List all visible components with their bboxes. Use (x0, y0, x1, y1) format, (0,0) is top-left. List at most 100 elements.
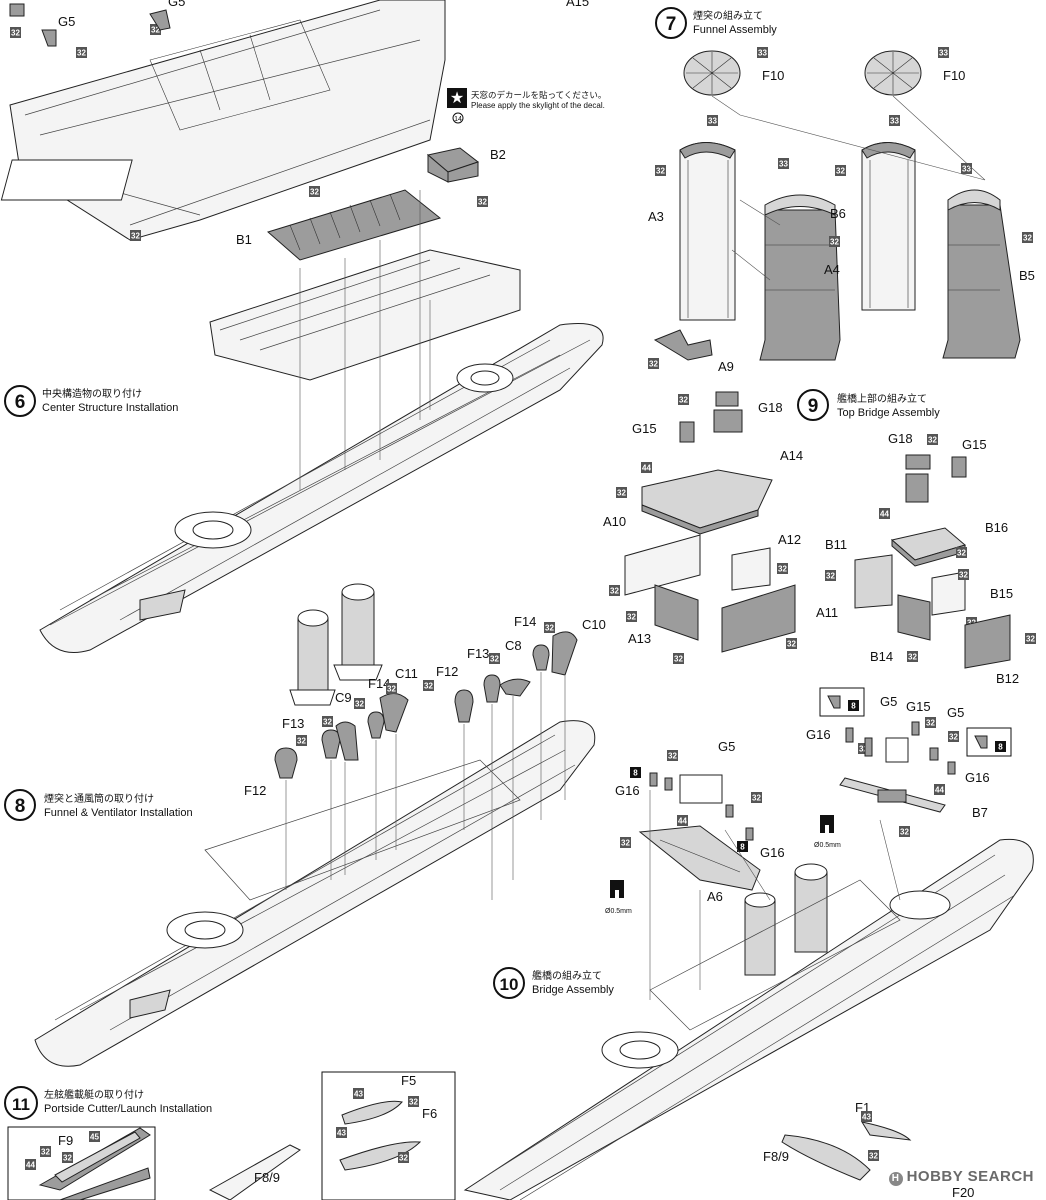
paint-badge-32 (386, 683, 397, 694)
paint-8-box-d: 8 (737, 841, 748, 852)
part-label-g5-c: G5 (947, 705, 964, 720)
decal-note: ★ 天窓のデカールを貼ってください。 Please apply the skyl… (447, 88, 606, 124)
step-title-en: Funnel Assembly (693, 24, 777, 36)
step-title-jp: 艦橋上部の組み立て (837, 392, 927, 405)
bridge-wall-b15 (931, 571, 966, 616)
paint-badge-32 (868, 1150, 879, 1161)
part-label-a4: A4 (824, 262, 840, 277)
step-title-en: Funnel & Ventilator Installation (44, 807, 193, 819)
paint-badge-32 (835, 165, 846, 176)
step-10-header: 10 艦橋の組み立て Bridge Assembly (493, 967, 614, 999)
part-label-b11: B11 (825, 537, 847, 552)
part-label-g5: G5 (880, 694, 897, 709)
step-title-en: Bridge Assembly (532, 984, 614, 996)
funnel-half-a3 (679, 142, 736, 321)
paint-badge-45: 45 (89, 1131, 100, 1142)
part-label-f12-b: F12 (436, 664, 458, 679)
svg-text:43: 43 (862, 1113, 871, 1122)
svg-text:Please apply the skylight of t: Please apply the skylight of the decal. (471, 101, 605, 110)
paint-badge-32 (927, 434, 938, 445)
bridge-deck-a14 (641, 469, 773, 535)
g5-part-icon (41, 29, 57, 47)
svg-text:14: 14 (454, 116, 462, 123)
paint-badge-32 (1025, 633, 1036, 644)
hull-step-6 (39, 323, 604, 653)
part-label-c10: C10 (582, 617, 606, 632)
svg-text:8: 8 (633, 769, 638, 778)
part-label-b15: B15 (990, 586, 1013, 601)
step-number: 10 (500, 975, 519, 994)
part-label-a15: A15 (566, 0, 589, 9)
paint-badge-32 (673, 653, 684, 664)
part-label-b1: B1 (236, 232, 252, 247)
paint-badge-33 (778, 158, 789, 169)
part-label-g5-d: G5 (718, 739, 735, 754)
bridge-wall-a13 (654, 584, 699, 641)
part-label-f12: F12 (244, 783, 266, 798)
part-label-a10: A10 (603, 514, 626, 529)
part-label-f10-a: F10 (762, 68, 784, 83)
step-title-jp: 煙突の組み立て (693, 9, 763, 22)
paint-badge-32 (309, 186, 320, 197)
part-label-a13: A13 (628, 631, 651, 646)
paint-badge-32 (925, 717, 936, 728)
part-label-f20: F20 (952, 1185, 974, 1200)
part-label-b7: B7 (972, 805, 988, 820)
part-label-g18-b: G18 (888, 431, 913, 446)
paint-badge-32 (616, 487, 627, 498)
paint-badge-32 (626, 611, 637, 622)
bridge-deck-b16 (890, 527, 967, 567)
part-label-b14: B14 (870, 649, 893, 664)
paint-badge-32 (609, 585, 620, 596)
part-label-a9: A9 (718, 359, 734, 374)
paint-badge-43: 43 (336, 1127, 347, 1138)
ventilator-f13-b (483, 674, 501, 703)
paint-badge-44 (641, 462, 652, 473)
part-label-a11: A11 (816, 605, 838, 620)
paint-badge-32 (825, 570, 836, 581)
part-label-a3: A3 (648, 209, 664, 224)
paint-badge-44 (934, 784, 945, 795)
paint-badge-32 (408, 1096, 419, 1107)
part-label-g15-b: G15 (962, 437, 987, 452)
mast-part-icon (9, 3, 25, 17)
paint-badge-32 (40, 1146, 51, 1157)
watermark-text: HOBBY SEARCH (906, 1168, 1034, 1185)
paint-badge-43: 43 (353, 1088, 364, 1099)
step-title-jp: 左舷艦載艇の取り付け (44, 1088, 144, 1101)
part-label-f9: F9 (58, 1133, 73, 1148)
paint-badge-32 (958, 569, 969, 580)
svg-text:Ø0.5mm: Ø0.5mm (605, 908, 632, 915)
step-number: 11 (12, 1095, 30, 1114)
funnel-cap-f10-a (683, 50, 741, 96)
part-label-g5-a: G5 (58, 14, 75, 29)
paint-badge-32 (655, 165, 666, 176)
paint-badge-33 (938, 47, 949, 58)
step-title-en: Center Structure Installation (42, 402, 178, 414)
bridge-wing-b7 (839, 777, 946, 813)
paint-badge-32 (620, 837, 631, 848)
ventilator-c10 (551, 631, 578, 676)
searchlight-g15 (679, 421, 695, 443)
part-label-g16-d: G16 (760, 845, 785, 860)
paint-badge-44 (879, 508, 890, 519)
hobby-search-logo-icon: H (888, 1172, 903, 1186)
bridge-wall-b12 (964, 614, 1011, 669)
step-11-header: 11 左舷艦載艇の取り付け Portside Cutter/Launch Ins… (4, 1086, 212, 1120)
g5-part-icon (149, 9, 171, 31)
part-label-g16-a: G16 (806, 727, 831, 742)
paint-badge-32 (678, 394, 689, 405)
part-label-g16-c: G16 (615, 783, 640, 798)
paint-badge-32 (322, 716, 333, 727)
drill-hole-icon: Ø0.5mm (814, 815, 841, 849)
star-icon: ★ (450, 88, 464, 107)
part-label-f14: F14 (368, 676, 390, 691)
paint-badge-33 (961, 163, 972, 174)
paint-badge-32 (489, 653, 500, 664)
paint-badge-32 (899, 826, 910, 837)
svg-text:43: 43 (337, 1129, 346, 1138)
part-label-f14-b: F14 (514, 614, 536, 629)
paint-badge-32 (398, 1152, 409, 1163)
step-title-jp: 艦橋の組み立て (532, 969, 602, 982)
